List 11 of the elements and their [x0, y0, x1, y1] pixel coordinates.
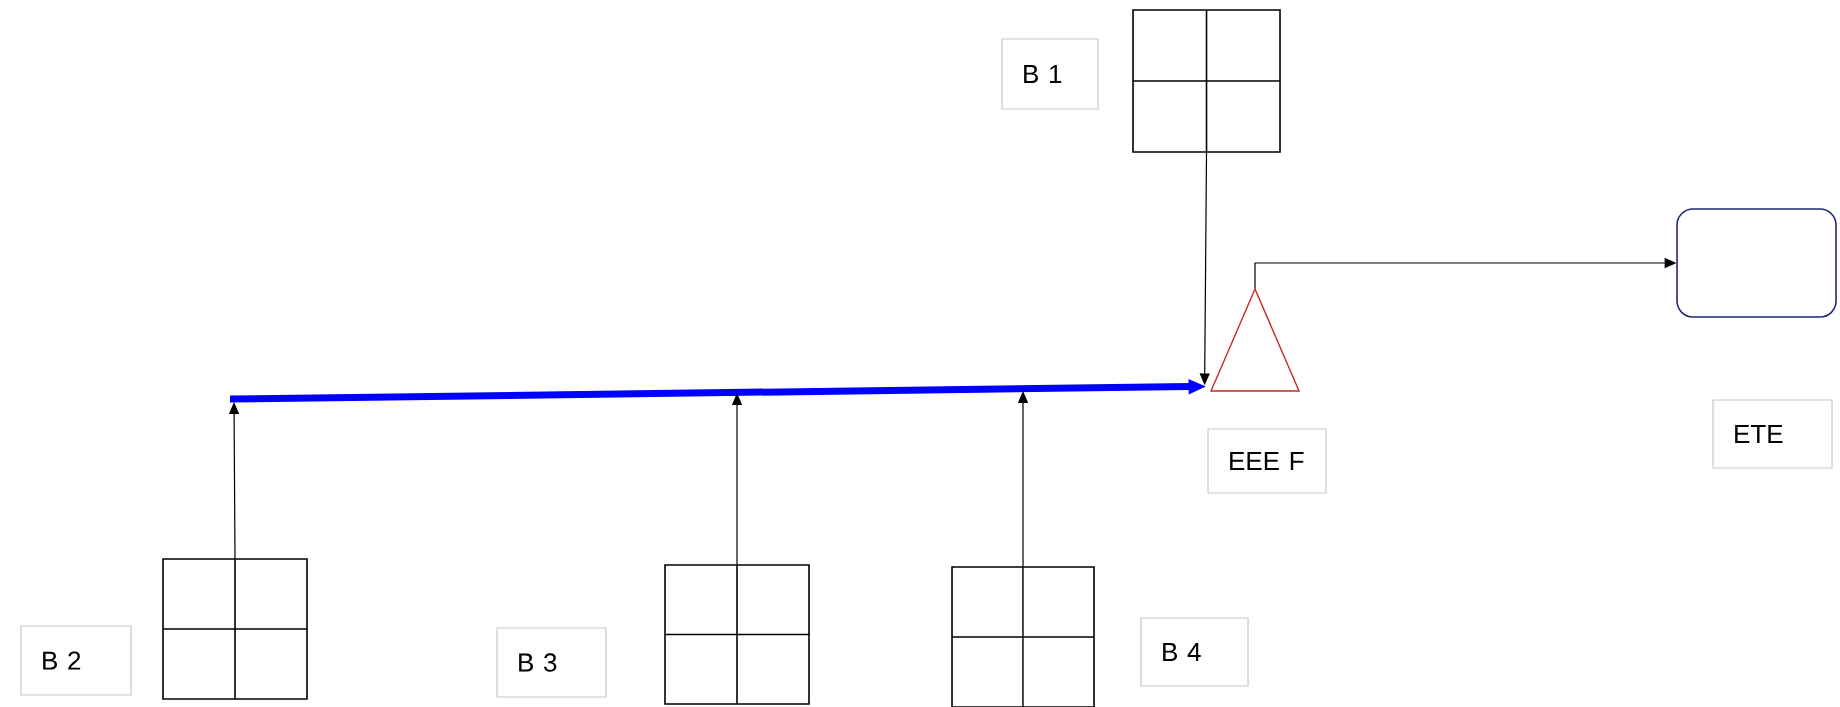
text-box: B 3: [496, 627, 607, 698]
grid-box: [951, 566, 1095, 707]
grid-box: [1132, 9, 1281, 153]
text-box: EEE F: [1207, 428, 1327, 494]
text-box: ETE: [1712, 399, 1833, 469]
grid-box: [664, 564, 810, 705]
rounded-box: [1676, 208, 1837, 318]
text-box: B 1: [1001, 38, 1099, 110]
text-box: B 4: [1140, 617, 1249, 687]
text-box: B 2: [20, 625, 132, 696]
grid-box: [162, 558, 308, 700]
